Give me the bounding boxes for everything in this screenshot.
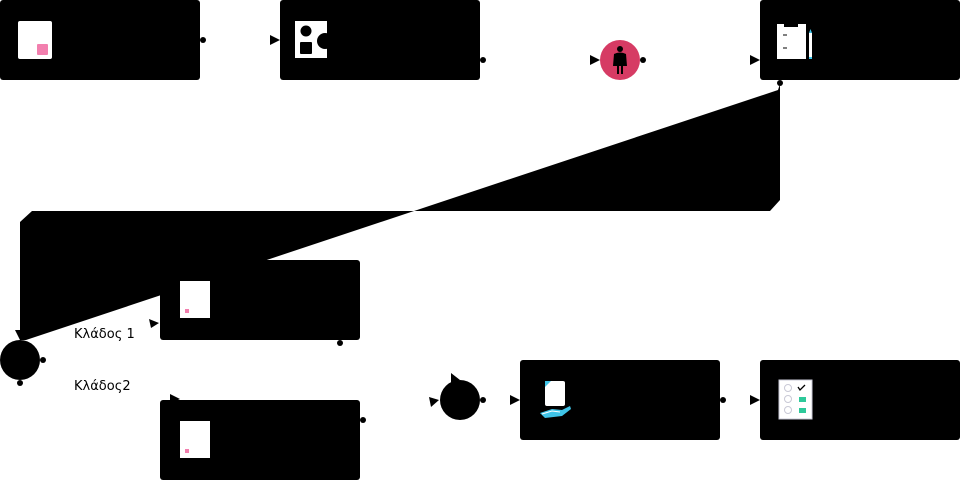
arrowheads bbox=[15, 35, 760, 407]
task-branch-1[interactable] bbox=[160, 260, 360, 340]
arrow-to-gateway bbox=[15, 330, 25, 340]
arrow-to-checklist bbox=[750, 395, 760, 405]
checklist-icon bbox=[778, 379, 813, 420]
person-icon bbox=[613, 46, 627, 74]
port-gateway-right[interactable] bbox=[40, 357, 46, 363]
branch-1-label: Κλάδος 1 bbox=[74, 327, 135, 342]
hand-document-icon bbox=[540, 381, 571, 418]
port-join-out[interactable] bbox=[480, 397, 486, 403]
port-hand-document-out[interactable] bbox=[720, 397, 726, 403]
shapes-icon bbox=[295, 21, 333, 58]
document-icon bbox=[180, 281, 210, 318]
branch-2-label: Κλάδος2 bbox=[74, 379, 131, 394]
port-branch-1-out[interactable] bbox=[337, 340, 343, 346]
task-shapes[interactable] bbox=[280, 0, 480, 80]
gateway-split[interactable] bbox=[0, 340, 40, 380]
port-gateway-bottom[interactable] bbox=[17, 380, 23, 386]
arrow-to-clipboard bbox=[750, 55, 760, 65]
task-hand-document[interactable] bbox=[520, 360, 720, 440]
port-user-task-out[interactable] bbox=[640, 57, 646, 63]
task-start-form[interactable] bbox=[0, 0, 200, 80]
clipboard-icon bbox=[777, 22, 812, 59]
port-clipboard-out[interactable] bbox=[777, 80, 783, 86]
loop-back-connector bbox=[20, 84, 780, 340]
connectors bbox=[20, 84, 780, 340]
task-clipboard[interactable] bbox=[760, 0, 960, 80]
document-icon bbox=[180, 421, 210, 458]
document-icon bbox=[18, 21, 52, 59]
port-branch-2-out[interactable] bbox=[360, 417, 366, 423]
arrow-to-branch-1-task bbox=[149, 319, 159, 328]
arrow-to-shapes bbox=[270, 35, 280, 45]
arrow-to-user-task bbox=[590, 55, 600, 65]
arrow-to-hand-document bbox=[510, 395, 520, 405]
port-start-out[interactable] bbox=[200, 37, 206, 43]
gateway-join[interactable] bbox=[440, 380, 480, 420]
task-branch-2[interactable] bbox=[160, 400, 360, 480]
arrow-to-join-gateway-left bbox=[429, 397, 439, 407]
port-shapes-out[interactable] bbox=[480, 57, 486, 63]
